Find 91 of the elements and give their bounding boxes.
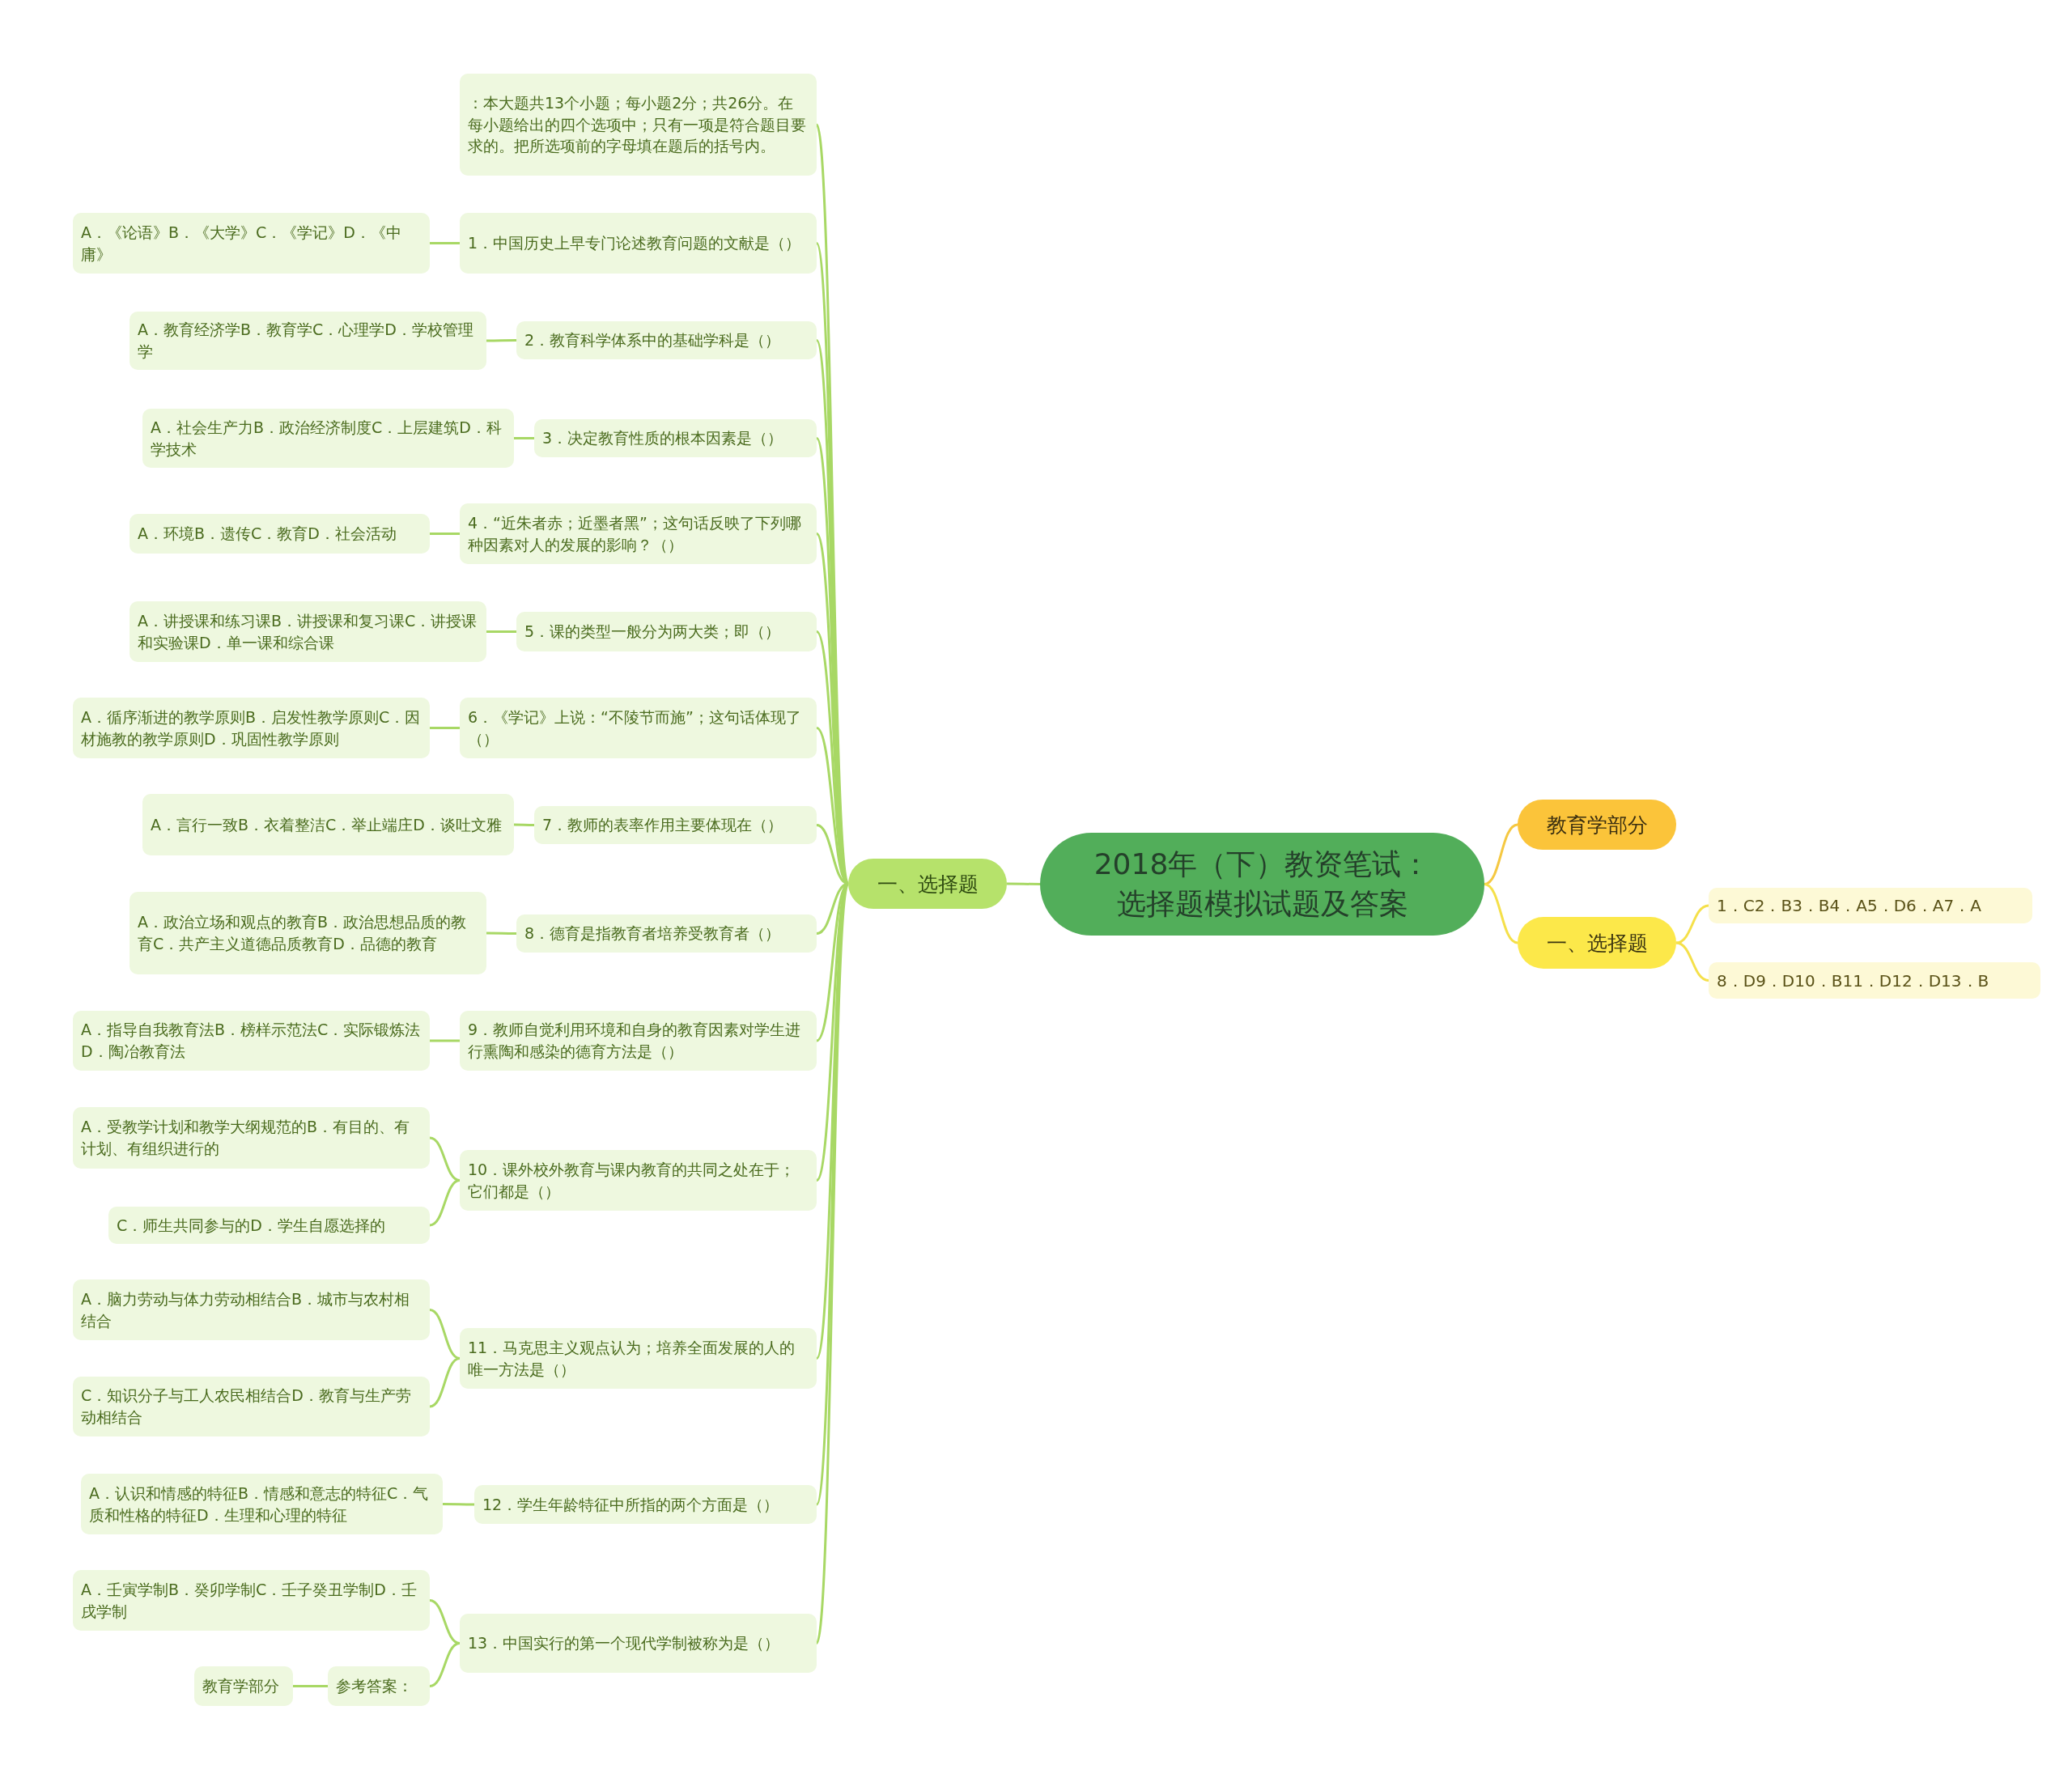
node-text: A．环境B．遗传C．教育D．社会活动: [138, 524, 397, 545]
node-text: 1．中国历史上早专门论述教育问题的文献是（）: [468, 233, 801, 254]
topic-box: [194, 1666, 293, 1706]
node-text: A．循序渐进的教学原则B．启发性教学原则C．因材施教的教学原则D．巩固性教学原则: [81, 707, 422, 749]
topic-box: [108, 1207, 430, 1244]
node-text: A．指导自我教育法B．榜样示范法C．实际锻炼法D．陶冶教育法: [81, 1020, 422, 1062]
topic-box: [516, 321, 817, 359]
node-text: 一、选择题: [1546, 930, 1648, 957]
topic-box: [516, 612, 817, 651]
connector-line: [1675, 904, 1709, 944]
node-text: 教育学部分: [1546, 812, 1648, 838]
topic-box: [130, 892, 486, 974]
connector-line: [429, 1642, 461, 1687]
topic-box: [460, 74, 817, 176]
topic-box: [73, 1570, 430, 1631]
topic-box: [130, 312, 486, 370]
node-text: 教育学部分: [202, 1676, 279, 1697]
topic-box: [460, 503, 817, 564]
node-text: A．《论语》B．《大学》C．《学记》D．《中庸》: [81, 222, 402, 265]
node-text: 参考答案：: [336, 1676, 413, 1697]
topic-box: [73, 1011, 430, 1071]
connector-line: [429, 1309, 461, 1360]
topic-box: [73, 1377, 430, 1436]
node-text: 11．马克思主义观点认为；培养全面发展的人的唯一方法是（）: [468, 1337, 796, 1380]
node-text: A．脑力劳动与体力劳动相结合B．城市与农村相结合: [81, 1288, 411, 1331]
connector-line: [429, 1357, 461, 1408]
node-text: 8．德育是指教育者培养受教育者（）: [524, 923, 781, 944]
topic-box: [130, 601, 486, 662]
connector-line: [429, 1179, 461, 1227]
node-text: 13．中国实行的第一个现代学制被称为是（）: [468, 1633, 780, 1654]
node-text: 3．决定教育性质的根本因素是（）: [542, 428, 783, 449]
node-text: A．壬寅学制B．癸卯学制C．壬子癸丑学制D．壬戌学制: [81, 1579, 418, 1622]
node-text: 2．教育科学体系中的基础学科是（）: [524, 330, 781, 351]
node-text: 10．课外校外教育与课内教育的共同之处在于；它们都是（）: [468, 1159, 796, 1202]
node-text: ：本大题共13个小题；每小题2分；共26分。在每小题给出的四个选项中；只有一项是符合题目要求的。把所选项前的字母填在题后的括号内。: [468, 93, 807, 157]
topic-box: [328, 1666, 430, 1706]
connector-line: [430, 727, 460, 729]
connector-line: [430, 533, 460, 535]
node-text: 9．教师自觉利用环境和自身的教育因素对学生进行熏陶和感染的德育方法是（）: [468, 1020, 802, 1062]
topic-pill: [1709, 962, 2040, 999]
node-text: A．受教学计划和教学大纲规范的B．有目的、有计划、有组织进行的: [81, 1117, 411, 1159]
node-text: 2018年（下）教资笔试：选择题模拟试题及答案: [1093, 846, 1432, 922]
connector-line: [514, 823, 534, 826]
connector-line: [1007, 882, 1040, 885]
node-text: A．言行一致B．衣着整洁C．举止端庄D．谈吐文雅: [151, 814, 502, 835]
topic-box: [73, 213, 430, 274]
connector-line: [430, 242, 460, 244]
node-text: 4．“近朱者赤；近墨者黑”；这句话反映了下列哪种因素对人的发展的影响？（）: [468, 512, 802, 555]
topic-box: [142, 794, 514, 855]
connector-line: [486, 339, 516, 342]
node-text: 5．课的类型一般分为两大类；即（）: [524, 622, 781, 643]
node-text: A．社会生产力B．政治经济制度C．上层建筑D．科学技术: [151, 417, 503, 460]
topic-pill: [1709, 888, 2032, 923]
connector-line: [1675, 941, 1709, 982]
topic-box: [460, 213, 817, 274]
connector-line: [514, 437, 534, 439]
topic-box: [534, 419, 817, 457]
topic-box: [73, 1279, 430, 1340]
topic-box: [130, 514, 430, 554]
topic-box: [73, 1107, 430, 1169]
node-text: A．讲授课和练习课B．讲授课和复习课C．讲授课和实验课D．单一课和综合课: [138, 610, 478, 653]
topic-pill: [848, 859, 1007, 909]
topic-box: [81, 1474, 443, 1534]
node-text: C．知识分子与工人农民相结合D．教育与生产劳动相结合: [81, 1385, 412, 1428]
node-text: A．认识和情感的特征B．情感和意志的特征C．气质和性格的特征D．生理和心理的特征: [89, 1483, 430, 1526]
topic-box: [516, 914, 817, 953]
connector-line: [443, 1503, 474, 1506]
node-text: 7．教师的表率作用主要体现在（）: [542, 815, 783, 836]
topic-box: [474, 1485, 817, 1524]
topic-box: [534, 806, 817, 844]
topic-box: [142, 409, 514, 468]
topic-box: [73, 698, 430, 758]
node-text: A．教育经济学B．教育学C．心理学D．学校管理学: [138, 320, 474, 362]
node-text: 一、选择题: [877, 871, 979, 897]
topic-box: [460, 1150, 817, 1211]
topic-box: [460, 1614, 817, 1673]
node-text: 8．D9．D10．B11．D12．D13．B: [1717, 970, 1989, 992]
node-text: A．政治立场和观点的教育B．政治思想品质的教育C．共产主义道德品质教育D．品德的教育: [138, 912, 468, 954]
node-text: 12．学生年龄特征中所指的两个方面是（）: [482, 1494, 779, 1515]
topic-box: [460, 698, 817, 758]
connector-line: [1484, 883, 1518, 944]
node-text: 1．C2．B3．B4．A5．D6．A7．A: [1717, 895, 1981, 917]
node-text: C．师生共同参与的D．学生自愿选择的: [117, 1215, 385, 1236]
connector-line: [486, 931, 516, 935]
connector-line: [293, 1685, 328, 1687]
node-text: 6．《学记》上说：“不陵节而施”；这句话体现了（）: [468, 707, 802, 749]
topic-box: [460, 1011, 817, 1071]
connector-line: [1484, 823, 1518, 885]
connector-line: [430, 1039, 460, 1042]
topic-box: [460, 1328, 817, 1389]
connector-line: [486, 630, 516, 633]
